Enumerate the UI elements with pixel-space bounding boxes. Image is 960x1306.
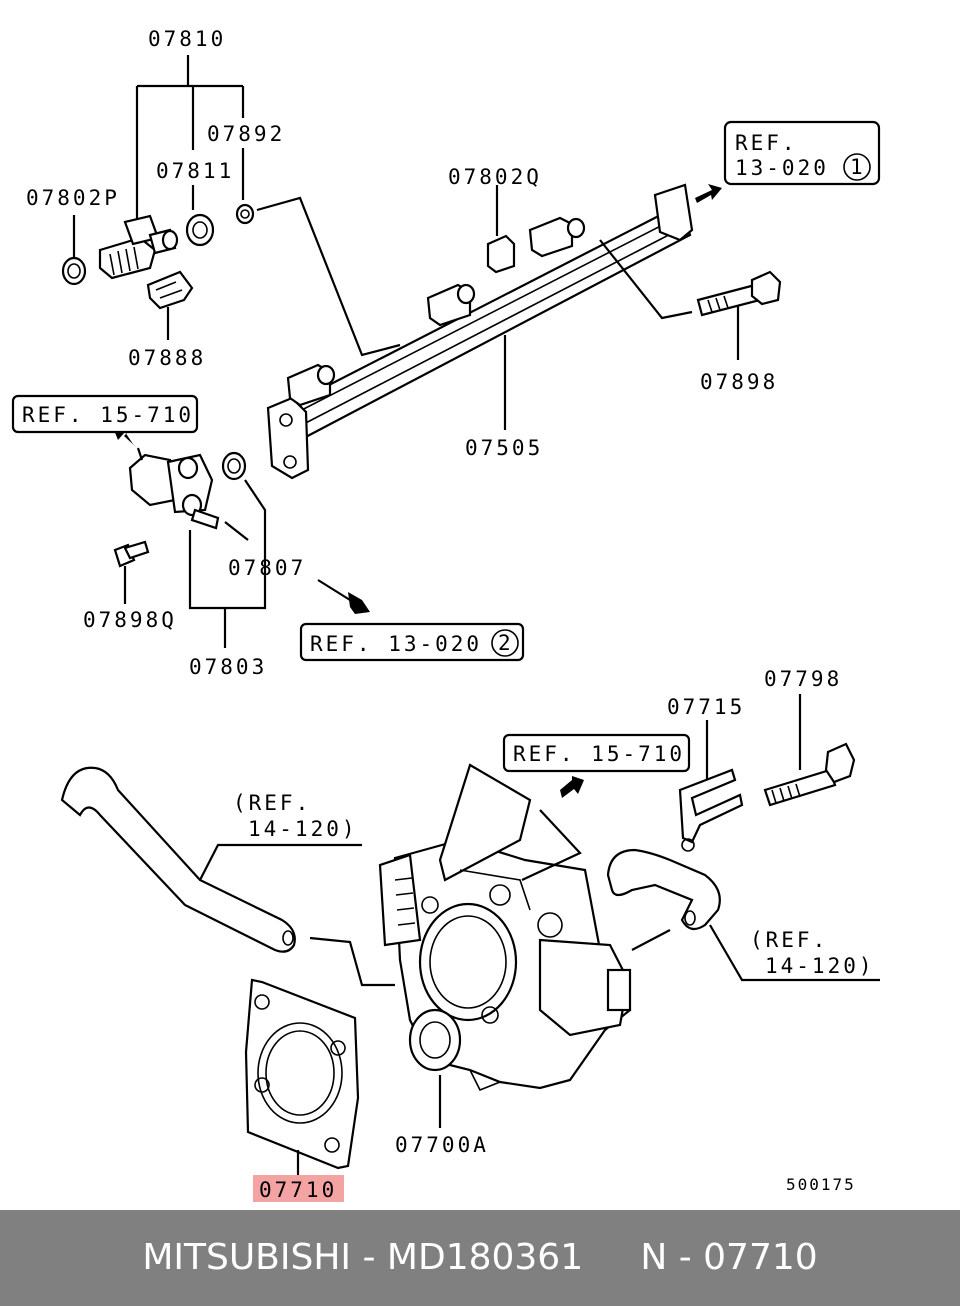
svg-text:1: 1 — [850, 155, 866, 179]
diagram-number: 500175 — [786, 1175, 856, 1194]
ref-14-120-a: (REF. 14-120) — [233, 791, 358, 841]
label-07715: 07715 — [667, 695, 745, 719]
label-07802Q: 07802Q — [448, 165, 542, 189]
svg-text:(REF.: (REF. — [233, 791, 311, 815]
svg-text:2: 2 — [498, 631, 514, 655]
bracket-07715 — [678, 720, 744, 852]
svg-text:REF. 13-020: REF. 13-020 — [310, 632, 482, 656]
svg-text:REF.: REF. — [735, 131, 798, 155]
ring-07892 — [235, 196, 401, 357]
ref-13-020-2: REF. 13-020 2 — [299, 579, 525, 662]
label-07888: 07888 — [128, 346, 206, 370]
svg-text:REF. 15-710: REF. 15-710 — [22, 403, 194, 427]
label-07810: 07810 — [148, 27, 226, 51]
label-07710: 07710 — [259, 1178, 337, 1202]
label-07803: 07803 — [189, 655, 267, 679]
label-07505: 07505 — [465, 436, 543, 460]
clip-07888 — [146, 270, 194, 340]
svg-text:REF. 15-710: REF. 15-710 — [513, 742, 685, 766]
hose-right — [606, 848, 880, 982]
ref-15-710-b: REF. 15-710 — [502, 733, 691, 798]
svg-text:14-120): 14-120) — [248, 817, 358, 841]
label-07798: 07798 — [764, 667, 842, 691]
svg-text:14-120): 14-120) — [765, 954, 875, 978]
label-07807: 07807 — [228, 556, 306, 580]
ring-07807 — [221, 451, 247, 481]
pressure-regulator-07803 — [112, 425, 267, 648]
bolt-07898 — [599, 239, 782, 360]
seal-07802P — [61, 215, 87, 286]
label-07811: 07811 — [156, 159, 234, 183]
parts-diagram: REF. 13-020 1 REF. 15-710 REF — [11, 27, 881, 1202]
throttle-body-07700A — [309, 763, 632, 1128]
footer-part-number: MITSUBISHI - MD180361 N - 07710 — [142, 1237, 818, 1278]
label-07700A: 07700A — [395, 1133, 489, 1157]
leader-07810 — [135, 55, 245, 225]
ref-15-710-a: REF. 15-710 — [11, 394, 199, 434]
svg-text:13-020: 13-020 — [735, 156, 829, 180]
bolt-07798 — [763, 694, 856, 807]
label-07802P: 07802P — [26, 186, 120, 210]
footer-bar: MITSUBISHI - MD180361 N - 07710 — [0, 1210, 960, 1306]
label-07898: 07898 — [700, 370, 778, 394]
gasket-07710 — [244, 978, 360, 1176]
hose-left — [60, 766, 362, 953]
ref-13-020-1: REF. 13-020 1 — [695, 120, 881, 203]
svg-text:(REF.: (REF. — [750, 928, 828, 952]
ref-14-120-b: (REF. 14-120) — [750, 928, 875, 978]
fuel-rail-07505 — [266, 183, 694, 480]
label-07892: 07892 — [207, 122, 285, 146]
label-07898Q: 07898Q — [83, 608, 177, 632]
oring-07811 — [185, 213, 215, 247]
injector-07810 — [98, 214, 179, 280]
highlight-07710 — [253, 1175, 344, 1202]
bolt-07898Q — [113, 540, 150, 604]
